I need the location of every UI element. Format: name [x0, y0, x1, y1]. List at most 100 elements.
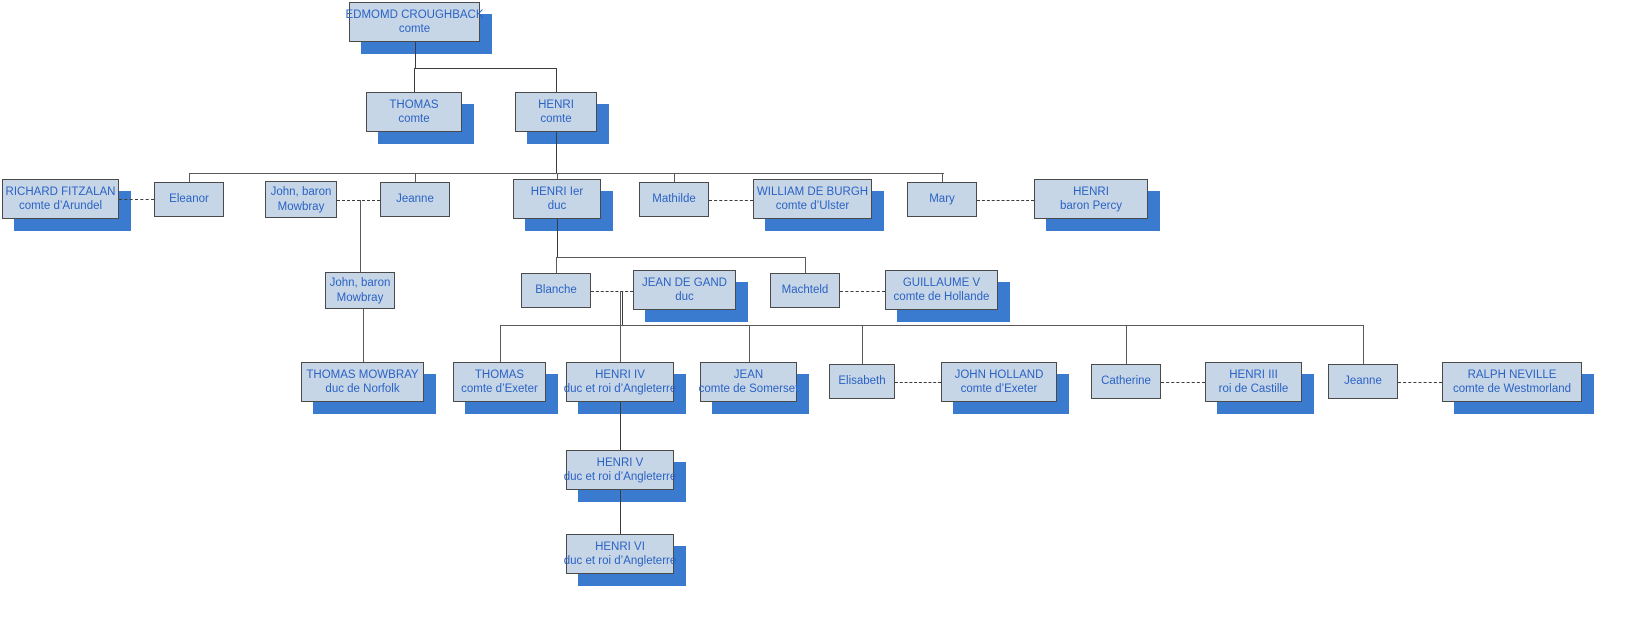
node-elisabeth[interactable]: Elisabeth — [829, 364, 895, 399]
marriage-connector — [895, 381, 941, 383]
node-subtitle: comte d’Arundel — [18, 200, 103, 212]
node-title: Jeanne — [1344, 375, 1382, 388]
connector-horizontal — [414, 68, 556, 70]
connector-vertical — [1126, 325, 1127, 364]
node-subtitle: duc et roi d’Angleterre — [563, 383, 677, 395]
connector-vertical — [1363, 325, 1364, 364]
marriage-connector — [119, 199, 154, 200]
connector-vertical — [557, 219, 559, 257]
connector-vertical — [942, 173, 943, 182]
node-title: HENRI IV — [595, 368, 645, 381]
node-title: Blanche — [535, 284, 577, 297]
node-title: THOMAS MOWBRAY — [306, 368, 419, 381]
connector-vertical — [805, 257, 806, 273]
connector-vertical — [620, 402, 622, 450]
node-henri_v[interactable]: HENRI V duc et roi d’Angleterre — [563, 450, 677, 490]
connector-vertical — [362, 309, 364, 362]
node-title: JOHN HOLLAND — [954, 368, 1044, 381]
node-title: THOMAS — [474, 368, 525, 381]
node-subtitle: comte d’Ulster — [775, 200, 850, 212]
connector-vertical — [556, 257, 557, 273]
node-subtitle: duc et roi d’Angleterre — [563, 471, 677, 483]
node-title: Mary — [929, 193, 955, 206]
connector-vertical — [189, 173, 190, 182]
node-subtitle: Mowbray — [336, 291, 384, 304]
node-ralph_neville[interactable]: RALPH NEVILLE comte de Westmorland — [1442, 362, 1582, 402]
node-thomas_exeter[interactable]: THOMAS comte d’Exeter — [453, 362, 546, 402]
node-title: Jeanne — [396, 193, 434, 206]
node-henri_ier[interactable]: HENRI Ier duc — [513, 179, 601, 219]
node-thomas_mowbray[interactable]: THOMAS MOWBRAY duc de Norfolk — [301, 362, 424, 402]
node-title: GUILLAUME V — [902, 276, 981, 289]
node-title: Mathilde — [652, 193, 696, 206]
node-title: HENRI — [538, 98, 574, 111]
connector-vertical — [499, 325, 501, 362]
node-subtitle: comte de Hollande — [893, 291, 990, 303]
node-subtitle: Mowbray — [277, 200, 325, 213]
node-william_burgh[interactable]: WILLIAM DE BURGH comte d’Ulster — [753, 179, 872, 219]
node-title: John, baron — [329, 277, 391, 290]
connector-horizontal — [189, 173, 942, 174]
node-mary[interactable]: Mary — [907, 182, 977, 217]
node-title: JEAN — [733, 368, 764, 381]
node-subtitle: comte — [540, 113, 572, 125]
node-title: HENRI VI — [595, 540, 645, 553]
node-title: EDMOMD CROUGHBACK — [345, 8, 484, 21]
node-subtitle: comte — [398, 23, 431, 35]
node-title: Machteld — [781, 284, 829, 297]
node-henri_percy[interactable]: HENRI baron Percy — [1034, 179, 1148, 219]
node-machteld[interactable]: Machteld — [770, 273, 840, 308]
node-subtitle: comte de Westmorland — [1452, 383, 1572, 395]
node-title: THOMAS — [389, 98, 439, 111]
connector-vertical — [557, 173, 558, 179]
node-guillaume_v[interactable]: GUILLAUME V comte de Hollande — [885, 270, 998, 310]
node-title: HENRI — [1073, 185, 1109, 198]
node-edmond[interactable]: EDMOMD CROUGHBACK comte — [346, 2, 484, 42]
node-subtitle: duc et roi d’Angleterre — [563, 555, 677, 567]
node-jeanne_b[interactable]: Jeanne — [1328, 364, 1398, 399]
connector-horizontal — [499, 325, 1363, 326]
node-jeanne_a[interactable]: Jeanne — [380, 182, 450, 217]
connector-vertical — [415, 173, 416, 182]
marriage-connector — [337, 199, 380, 201]
connector-vertical — [620, 325, 621, 362]
connector-vertical — [674, 173, 675, 182]
node-subtitle: duc — [675, 291, 694, 303]
connector-vertical — [360, 199, 361, 272]
node-thomas_comte[interactable]: THOMAS comte — [366, 92, 462, 132]
connector-vertical — [862, 325, 863, 364]
node-title: Eleanor — [169, 193, 209, 206]
node-catherine[interactable]: Catherine — [1091, 364, 1161, 399]
node-henri_vi[interactable]: HENRI VI duc et roi d’Angleterre — [563, 534, 677, 574]
node-subtitle: comte d’Exeter — [461, 383, 538, 395]
node-john_holland[interactable]: JOHN HOLLAND comte d’Exeter — [941, 362, 1057, 402]
node-title: WILLIAM DE BURGH — [756, 185, 869, 198]
node-eleanor[interactable]: Eleanor — [154, 182, 224, 217]
node-mathilde[interactable]: Mathilde — [639, 182, 709, 217]
node-subtitle: comte — [398, 113, 430, 125]
marriage-connector — [591, 290, 633, 292]
marriage-connector — [709, 199, 753, 201]
node-subtitle: duc — [547, 200, 567, 212]
node-title: RALPH NEVILLE — [1467, 368, 1557, 381]
node-henri_iv[interactable]: HENRI IV duc et roi d’Angleterre — [563, 362, 677, 402]
node-title: HENRI V — [596, 456, 644, 469]
node-title: HENRI III — [1229, 368, 1278, 381]
node-subtitle: baron Percy — [1059, 200, 1122, 212]
marriage-connector — [1161, 381, 1205, 383]
node-henri_comte[interactable]: HENRI comte — [515, 92, 597, 132]
node-subtitle: comte d’Exeter — [960, 383, 1038, 395]
node-subtitle: duc de Norfolk — [325, 383, 400, 395]
marriage-connector — [977, 199, 1034, 201]
connector-vertical — [748, 325, 750, 362]
node-blanche[interactable]: Blanche — [521, 273, 591, 308]
node-title: HENRI Ier — [530, 185, 584, 198]
connector-vertical — [414, 42, 416, 68]
